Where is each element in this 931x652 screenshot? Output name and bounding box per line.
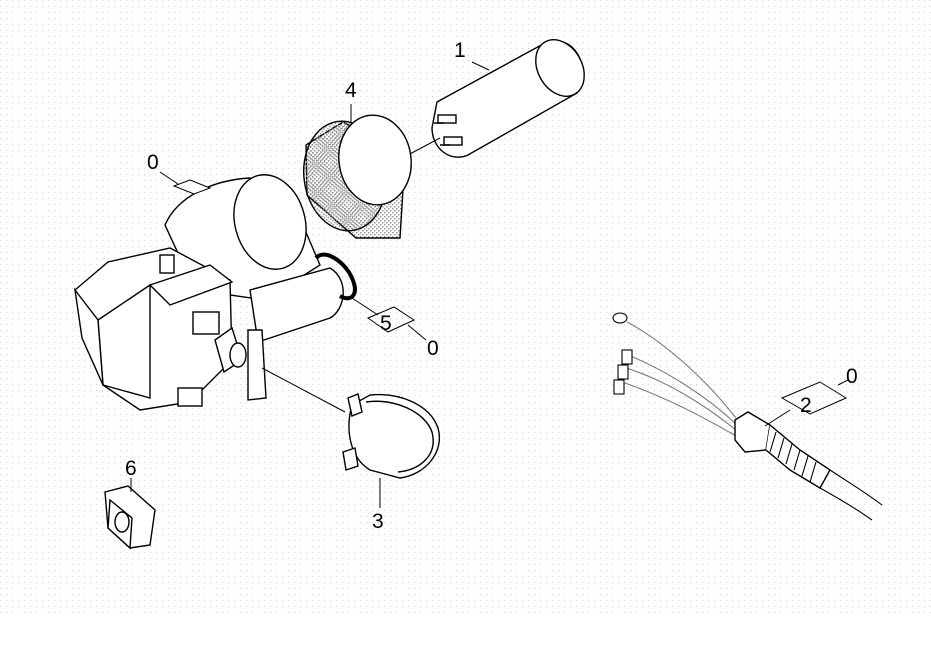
callout-4: 4 xyxy=(345,79,357,102)
capacitor-icon xyxy=(431,39,585,158)
motor-icon xyxy=(73,174,344,411)
leader-0c xyxy=(837,379,849,386)
leader-0b xyxy=(407,324,427,341)
leader-5 xyxy=(351,297,379,316)
callout-5: 5 xyxy=(380,312,392,335)
cable-tag xyxy=(780,381,848,415)
leader-2 xyxy=(764,409,791,427)
assembly-line-3 xyxy=(261,367,346,413)
callout-3: 3 xyxy=(372,510,384,533)
assembly-line-1 xyxy=(407,137,441,156)
callout-2: 2 xyxy=(800,394,812,417)
clip-icon xyxy=(314,252,357,301)
callout-0-motor: 0 xyxy=(147,151,159,174)
callout-0-clip: 0 xyxy=(427,337,439,360)
callout-0-cable: 0 xyxy=(846,365,858,388)
knob-icon xyxy=(342,393,441,479)
callout-6: 6 xyxy=(125,457,137,480)
leader-1 xyxy=(471,61,490,71)
callout-1: 1 xyxy=(454,39,466,62)
clip-tag xyxy=(366,306,416,333)
tab-flag xyxy=(172,179,212,195)
cable-icon xyxy=(612,312,883,521)
leader-0a xyxy=(159,171,179,185)
bracket-icon xyxy=(104,485,156,550)
ring-icon xyxy=(302,114,412,239)
